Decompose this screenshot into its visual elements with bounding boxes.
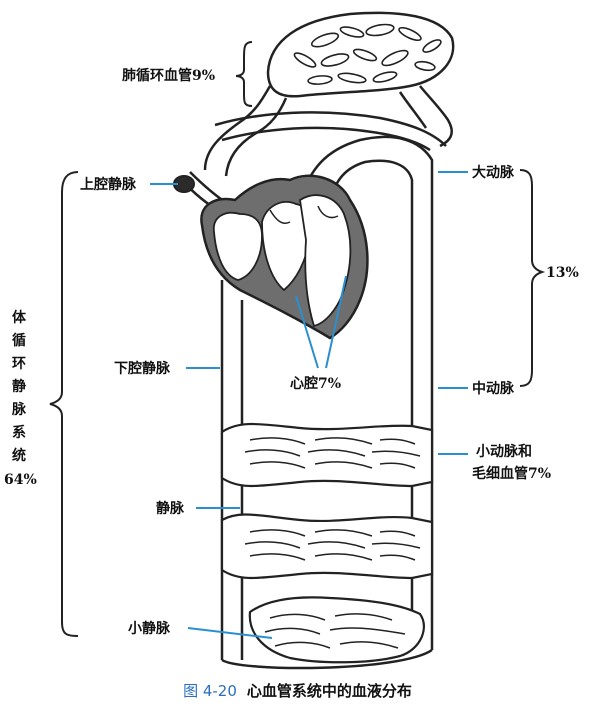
label-aorta: 大动脉	[472, 164, 515, 181]
label-chambers: 心腔7%	[290, 375, 341, 392]
leader-venule	[187, 627, 273, 639]
label-systemic-char: 统	[12, 447, 26, 464]
label-systemic-char: 脉	[11, 401, 27, 418]
circulation-diagram: 肺循环血管9% 上腔静脉 大动脉 13% 下腔静脉 心腔7% 中动脉 小动脉和 …	[4, 11, 579, 670]
label-medium-artery: 中动脉	[472, 380, 515, 397]
label-systemic-char: 体	[12, 309, 27, 326]
heart	[200, 174, 369, 340]
capillary-bed-2	[220, 513, 434, 580]
label-vein: 静脉	[156, 500, 185, 517]
label-systemic-char: 环	[12, 356, 26, 372]
pulmonary-capillary-bed	[266, 11, 455, 98]
label-systemic-percent: 64%	[4, 472, 37, 488]
label-ivc: 下腔静脉	[114, 360, 171, 377]
bracket-systemic	[49, 171, 79, 637]
figure-title: 心血管系统中的血液分布	[246, 682, 412, 700]
bracket-pulmonary	[235, 41, 253, 107]
label-systemic-char: 循	[12, 332, 26, 349]
leader-chambers-right	[325, 275, 347, 369]
label-systemic-char: 系	[12, 424, 26, 441]
figure-caption: 图 4-20 心血管系统中的血液分布	[0, 680, 595, 701]
bracket-arterial	[519, 169, 546, 387]
label-svc: 上腔静脉	[80, 176, 137, 193]
figure-number: 图 4-20	[183, 682, 237, 700]
label-systemic: 体 循 环 静 脉 系 统 64%	[4, 309, 37, 488]
leader-lines	[150, 171, 468, 639]
capillary-bed-1	[220, 422, 434, 488]
label-arteriole-line1: 小动脉和	[476, 443, 532, 460]
label-pulmonary: 肺循环血管9%	[122, 67, 215, 84]
pulmonary-vessels	[203, 85, 453, 177]
label-arteriole-line2: 毛细血管7%	[472, 465, 551, 482]
label-group-13: 13%	[546, 265, 579, 281]
leader-chambers-left	[295, 295, 319, 369]
capillary-bed-3	[248, 596, 426, 664]
label-venule: 小静脉	[128, 620, 171, 637]
label-systemic-char: 静	[12, 378, 26, 395]
